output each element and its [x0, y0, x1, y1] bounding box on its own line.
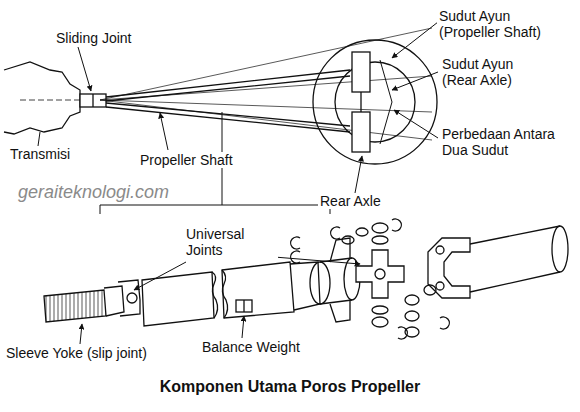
- angle-label: Sudut Ayun (Rear Axle): [440, 56, 554, 88]
- part-label: Transmisi: [8, 146, 72, 162]
- part-label: Universal Joints: [184, 226, 278, 258]
- watermark: geraiteknologi.com: [16, 182, 171, 202]
- part-label: Sleeve Yoke (slip joint): [4, 345, 149, 361]
- part-label: Rear Axle: [318, 193, 383, 209]
- part-label: Balance Weight: [200, 339, 302, 355]
- angle-label: Perbedaan Antara Dua Sudut: [440, 126, 574, 158]
- angle-label: Sudut Ayun (Propeller Shaft): [437, 8, 576, 40]
- caption: Komponen Utama Poros Propeller: [158, 378, 423, 396]
- part-label: Sliding Joint: [54, 30, 134, 46]
- part-label: Propeller Shaft: [138, 152, 235, 168]
